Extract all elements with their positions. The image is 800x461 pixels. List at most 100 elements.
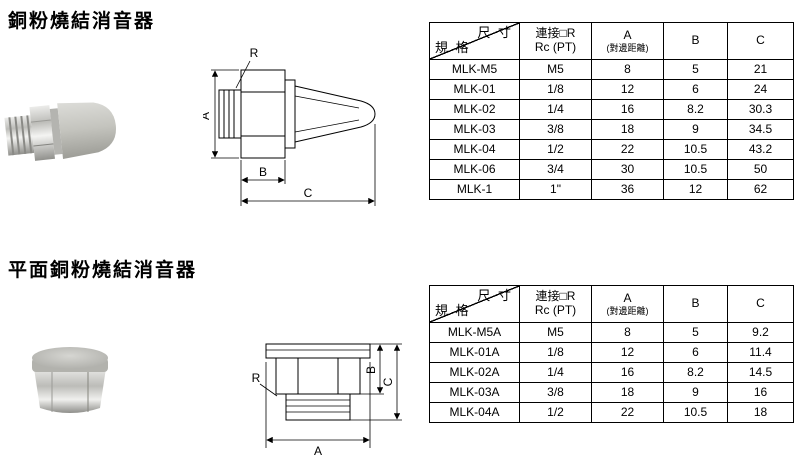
value-cell: 8.2 bbox=[663, 362, 728, 383]
value-cell: 5 bbox=[663, 59, 728, 80]
header-row: 尺 寸 規 格 連接□R Rc (PT) A (對邊距離) B C bbox=[429, 285, 794, 323]
value-cell: 50 bbox=[727, 159, 794, 180]
value-cell: 3/8 bbox=[519, 382, 592, 403]
header-a-top: A bbox=[623, 27, 632, 42]
technical-drawing-cone-silencer: R A B C bbox=[203, 46, 376, 206]
header-b: B bbox=[663, 285, 728, 323]
header-row: 尺 寸 規 格 連接□R Rc (PT) A (對邊距離) B C bbox=[429, 22, 794, 60]
header-spec-label: 規 格 bbox=[435, 303, 471, 319]
value-cell: 10.5 bbox=[663, 139, 728, 160]
value-cell: M5 bbox=[519, 322, 592, 343]
technical-drawing-flat-silencer: R A B C bbox=[252, 343, 402, 458]
dim-label-c: C bbox=[381, 377, 395, 386]
product-photo-flat-silencer bbox=[32, 347, 108, 413]
dim-label-r: R bbox=[250, 46, 259, 60]
model-cell: MLK-M5A bbox=[429, 322, 520, 343]
value-cell: 18 bbox=[591, 119, 664, 140]
header-connection-top: 連接□R bbox=[535, 289, 576, 304]
header-a-bottom: (對邊距離) bbox=[606, 305, 649, 316]
header-dimension-label: 尺 寸 bbox=[477, 288, 513, 303]
header-connection: 連接□R Rc (PT) bbox=[519, 285, 592, 323]
value-cell: 9 bbox=[663, 119, 728, 140]
value-cell: 14.5 bbox=[727, 362, 794, 383]
value-cell: 1/8 bbox=[519, 342, 592, 363]
value-cell: 5 bbox=[663, 322, 728, 343]
dim-label-c: C bbox=[304, 186, 313, 200]
model-cell: MLK-03A bbox=[429, 382, 520, 403]
spec-table-cone: 尺 寸 規 格 連接□R Rc (PT) A (對邊距離) B C MLK-M5… bbox=[429, 22, 794, 200]
section-title-flat: 平面銅粉燒結消音器 bbox=[8, 260, 198, 281]
value-cell: 1/8 bbox=[519, 79, 592, 100]
model-cell: MLK-M5 bbox=[429, 59, 520, 80]
value-cell: 12 bbox=[591, 79, 664, 100]
model-cell: MLK-04 bbox=[429, 139, 520, 160]
value-cell: 24 bbox=[727, 79, 794, 100]
header-b: B bbox=[663, 22, 728, 60]
value-cell: 10.5 bbox=[663, 159, 728, 180]
diagonal-divider bbox=[430, 286, 519, 322]
header-c: C bbox=[727, 22, 794, 60]
model-cell: MLK-03 bbox=[429, 119, 520, 140]
header-a-bottom: (對邊距離) bbox=[606, 42, 649, 53]
header-a: A (對邊距離) bbox=[591, 22, 664, 60]
header-a: A (對邊距離) bbox=[591, 285, 664, 323]
dim-label-b: B bbox=[364, 366, 378, 374]
value-cell: 16 bbox=[591, 99, 664, 120]
value-cell: 3/8 bbox=[519, 119, 592, 140]
value-cell: 62 bbox=[727, 179, 794, 200]
dim-label-b: B bbox=[259, 165, 267, 179]
header-dimension-label: 尺 寸 bbox=[477, 25, 513, 40]
header-connection: 連接□R Rc (PT) bbox=[519, 22, 592, 60]
value-cell: 21 bbox=[727, 59, 794, 80]
model-cell: MLK-04A bbox=[429, 402, 520, 423]
model-cell: MLK-01A bbox=[429, 342, 520, 363]
value-cell: 10.5 bbox=[663, 402, 728, 423]
dim-label-a: A bbox=[203, 112, 212, 120]
value-cell: 1/2 bbox=[519, 402, 592, 423]
header-spec-dimension-cell: 尺 寸 規 格 bbox=[429, 22, 520, 60]
value-cell: 18 bbox=[727, 402, 794, 423]
value-cell: 34.5 bbox=[727, 119, 794, 140]
header-connection-bottom: Rc (PT) bbox=[534, 40, 577, 54]
model-cell: MLK-1 bbox=[429, 179, 520, 200]
header-connection-bottom: Rc (PT) bbox=[534, 303, 577, 317]
header-spec-dimension-cell: 尺 寸 規 格 bbox=[429, 285, 520, 323]
value-cell: 1" bbox=[519, 179, 592, 200]
value-cell: M5 bbox=[519, 59, 592, 80]
value-cell: 22 bbox=[591, 402, 664, 423]
value-cell: 30 bbox=[591, 159, 664, 180]
value-cell: 9.2 bbox=[727, 322, 794, 343]
value-cell: 1/2 bbox=[519, 139, 592, 160]
value-cell: 8.2 bbox=[663, 99, 728, 120]
value-cell: 12 bbox=[591, 342, 664, 363]
value-cell: 8 bbox=[591, 322, 664, 343]
header-spec-label: 規 格 bbox=[435, 40, 471, 56]
dim-label-a: A bbox=[314, 444, 322, 458]
value-cell: 30.3 bbox=[727, 99, 794, 120]
value-cell: 6 bbox=[663, 342, 728, 363]
value-cell: 16 bbox=[591, 362, 664, 383]
model-cell: MLK-02 bbox=[429, 99, 520, 120]
value-cell: 8 bbox=[591, 59, 664, 80]
spec-table-flat: 尺 寸 規 格 連接□R Rc (PT) A (對邊距離) B C MLK-M5… bbox=[429, 285, 794, 423]
header-c: C bbox=[727, 285, 794, 323]
section-title-cone: 銅粉燒結消音器 bbox=[8, 11, 156, 32]
value-cell: 36 bbox=[591, 179, 664, 200]
dim-label-r: R bbox=[252, 371, 261, 385]
value-cell: 9 bbox=[663, 382, 728, 403]
model-cell: MLK-01 bbox=[429, 79, 520, 100]
model-cell: MLK-02A bbox=[429, 362, 520, 383]
value-cell: 1/4 bbox=[519, 362, 592, 383]
